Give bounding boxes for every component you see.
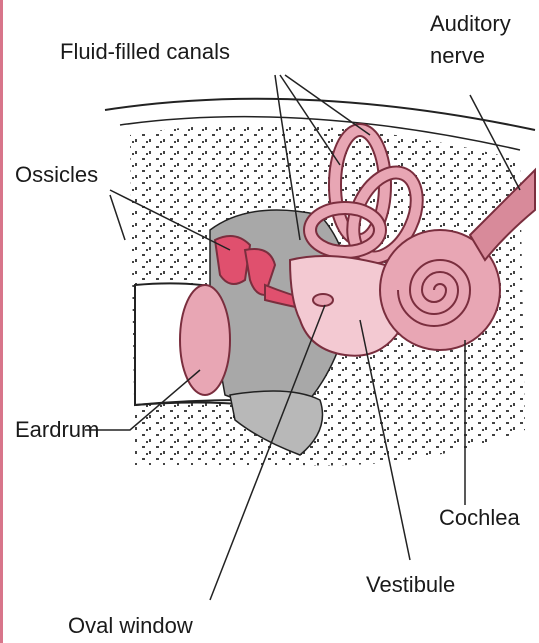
oval-window-shape [313,294,333,306]
label-fluid-filled-canals: Fluid-filled canals [60,40,230,65]
label-eardrum: Eardrum [15,418,99,443]
eardrum-shape [180,285,230,395]
label-vestibule: Vestibule [366,573,455,598]
ossicle-malleus [215,236,250,284]
skull-outline [105,99,535,130]
leader-ossicles-2 [110,195,125,240]
label-oval-window: Oval window [68,614,193,639]
label-cochlea: Cochlea [439,506,520,531]
label-auditory-line1: Auditory [430,12,511,37]
label-ossicles: Ossicles [15,163,98,188]
label-auditory-line2: nerve [430,44,485,69]
